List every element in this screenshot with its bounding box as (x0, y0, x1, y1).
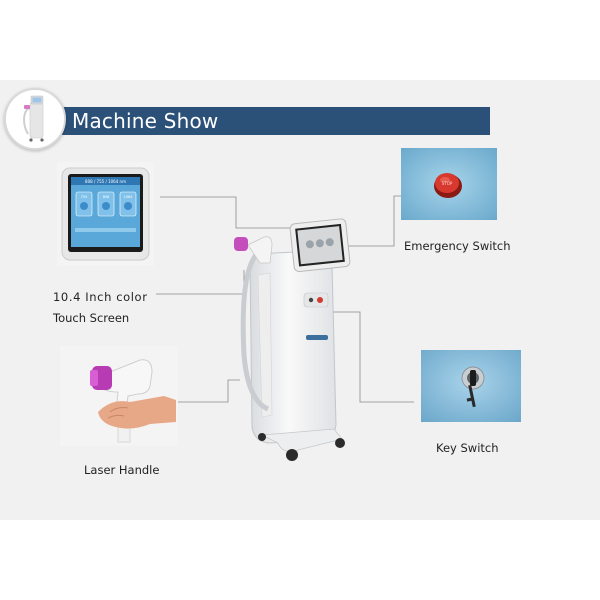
touch-screen-label-line2: Touch Screen (53, 311, 130, 325)
key-switch-label: Key Switch (436, 441, 499, 455)
red-emergency-button-icon: STOP (434, 173, 462, 198)
header-bar (62, 107, 490, 135)
screen-button-label: 808 (103, 195, 109, 199)
screen-button-label: 755 (81, 195, 87, 199)
touch-screen-photo: 808 / 755 / 1064 nm 755 808 1064 (57, 162, 154, 266)
laser-handle-label: Laser Handle (84, 463, 160, 477)
laser-machine-illustration (222, 215, 357, 468)
laser-handle-photo (60, 346, 178, 446)
key-switch-photo (421, 350, 521, 422)
touch-screen-label-line1: 10.4 Inch color (53, 290, 148, 304)
svg-text:STOP: STOP (442, 181, 453, 186)
emergency-switch-label: Emergency Switch (404, 239, 511, 253)
emergency-switch-photo: STOP (401, 148, 497, 220)
page-title: Machine Show (72, 109, 219, 133)
screen-header-text: 808 / 755 / 1064 nm (85, 179, 126, 184)
screen-button-label: 1064 (124, 195, 133, 199)
key-switch-icon (461, 366, 485, 408)
machine-thumbnail-icon (4, 88, 66, 150)
